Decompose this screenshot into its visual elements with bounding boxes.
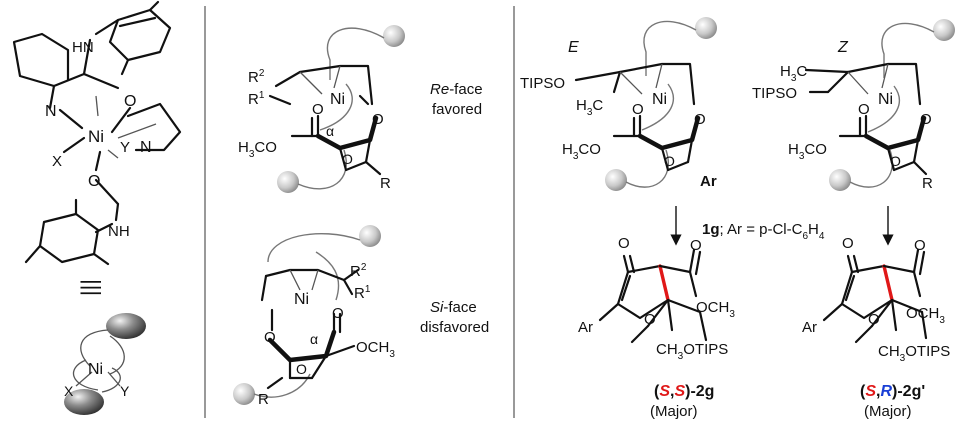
nh-label: NH (108, 223, 130, 240)
p1-ar: Ar (578, 319, 593, 336)
re-o-ring: O (372, 111, 384, 128)
equivalence-symbol: ||| (80, 279, 105, 296)
sphere-dark-top (106, 313, 146, 339)
hn-label: HN (72, 39, 94, 56)
e-tipso: TIPSO (520, 75, 565, 92)
si-och3: OCH3 (356, 339, 395, 360)
sphere-e-top (695, 17, 717, 39)
model-y: Y (120, 383, 130, 399)
re-o-furan: O (342, 151, 353, 167)
re-ni: Ni (330, 91, 345, 108)
p2-ar: Ar (802, 319, 817, 336)
model-ni: Ni (88, 361, 103, 378)
re-o-carbonyl: O (312, 101, 324, 118)
e-ar: Ar (700, 173, 717, 190)
z-o-carbonyl: O (858, 101, 870, 118)
atom-ni: Ni (88, 127, 104, 146)
z-tipso: TIPSO (752, 85, 797, 102)
e-h3co: H3CO (562, 141, 601, 162)
si-face-model: R2 R1 Ni O O α O OCH3 R Si-face disfavor… (233, 225, 489, 408)
p2-ester-o: O (914, 237, 926, 254)
e-o-furan: O (664, 153, 675, 169)
z-substrate-model: Z H3C TIPSO Ni O O O H3CO R (752, 19, 955, 192)
p1-note: (Major) (650, 403, 698, 420)
si-o-furan: O (296, 361, 307, 377)
sphere-e-bottom (605, 169, 627, 191)
si-o-carbonyl: O (332, 305, 344, 322)
z-r: R (922, 175, 933, 192)
z-h3co: H3CO (788, 141, 827, 162)
sphere-re-top (383, 25, 405, 47)
atom-y: Y (120, 139, 130, 156)
si-r: R (258, 391, 269, 408)
e-o-carbonyl: O (632, 101, 644, 118)
re-face-label: Re-face (430, 81, 483, 98)
p2-name: (S,R)-2g' (860, 383, 925, 400)
sphere-si-top (359, 225, 381, 247)
atom-o-lower: O (88, 173, 100, 190)
sphere-z-top (933, 19, 955, 41)
sphere-re-bottom (277, 171, 299, 193)
atom-n-upper: N (45, 103, 57, 120)
re-face-model: R2 R1 Ni O O α O H3CO R Re-face favored (238, 25, 483, 193)
left-ni-complex: HN N O Ni Y X N O NH ||| (12, 0, 182, 296)
z-ni: Ni (878, 91, 893, 108)
p1-ketone-o: O (618, 235, 630, 252)
si-r1: R1 (354, 284, 371, 302)
si-ni: Ni (294, 291, 309, 308)
sphere-dark-bottom (64, 389, 104, 415)
e-o-ring: O (694, 111, 706, 128)
model-x: X (64, 383, 74, 399)
p2-note: (Major) (864, 403, 912, 420)
product-sr-2g-prime: O O O Ar OCH3 CH3OTIPS (S,R)-2g' (Major) (802, 235, 950, 420)
z-h3c: H3C (780, 63, 807, 84)
re-r1: R1 (248, 90, 265, 108)
p2-ketone-o: O (842, 235, 854, 252)
re-alpha: α (326, 123, 334, 139)
p1-name: (S,S)-2g (654, 383, 714, 400)
sphere-si-bottom (233, 383, 255, 405)
z-o-ring: O (920, 111, 932, 128)
e-label: E (568, 39, 579, 56)
z-label: Z (837, 39, 849, 56)
re-r2: R2 (248, 68, 265, 86)
p2-ring-o: O (868, 311, 880, 328)
left-simplified-model: Ni X Y (64, 313, 146, 415)
atom-x: X (52, 153, 62, 170)
re-face-note: favored (432, 101, 482, 118)
si-face-label: Si-face (430, 299, 477, 316)
substrate-caption: 1g; Ar = p-Cl-C6H4 (702, 221, 825, 242)
si-r2: R2 (350, 262, 367, 280)
re-h3co: H3CO (238, 139, 277, 160)
z-o-furan: O (890, 153, 901, 169)
p1-ch3-otips: CH3OTIPS (656, 341, 728, 362)
re-r: R (380, 175, 391, 192)
sphere-z-bottom (829, 169, 851, 191)
p1-ester-o: O (690, 237, 702, 254)
e-substrate-model: E TIPSO H3C Ni O O O H3CO Ar (520, 17, 717, 191)
p1-och3: OCH3 (696, 299, 735, 320)
si-alpha: α (310, 331, 318, 347)
si-o-ring: O (264, 329, 276, 346)
si-face-note: disfavored (420, 319, 489, 336)
atom-n-lower: N (140, 139, 152, 156)
p1-ring-o: O (644, 311, 656, 328)
p2-och3: OCH3 (906, 305, 945, 326)
e-h3c: H3C (576, 97, 603, 118)
e-ni: Ni (652, 91, 667, 108)
product-ss-2g: O O O Ar OCH3 CH3OTIPS (S,S)-2g (Major) (578, 235, 735, 420)
atom-o-upper: O (124, 93, 136, 110)
p2-ch3-otips: CH3OTIPS (878, 343, 950, 364)
